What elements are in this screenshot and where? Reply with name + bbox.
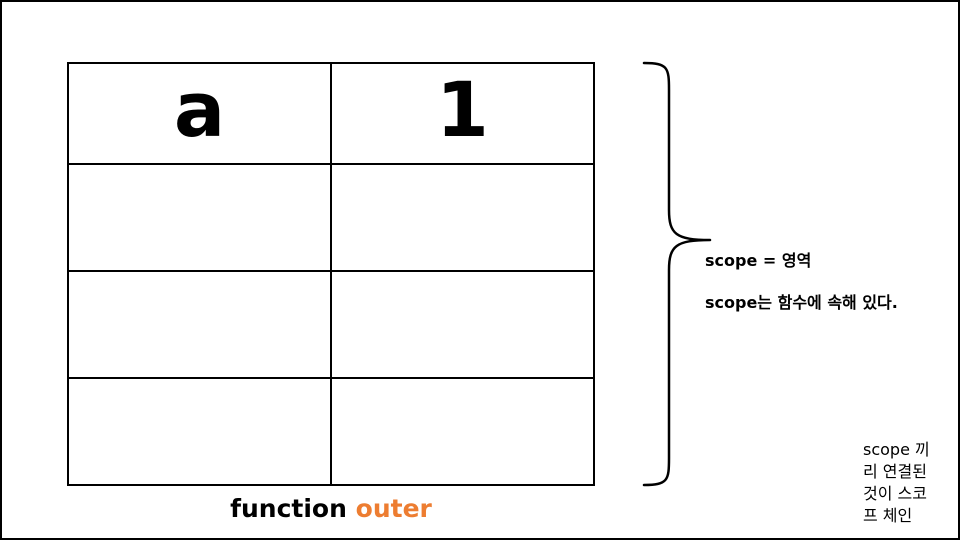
table-cell-name: [67, 270, 332, 379]
table-row: [67, 163, 595, 272]
function-keyword: function: [230, 494, 347, 523]
variable-name: a: [173, 64, 226, 154]
function-name: outer: [355, 494, 432, 523]
right-curly-brace: [642, 61, 712, 487]
table-row: a 1: [67, 62, 595, 165]
table-row: [67, 270, 595, 379]
table-cell-value: 1: [330, 62, 595, 165]
function-caption: function outer: [67, 495, 595, 523]
table-row: [67, 377, 595, 486]
table-cell-value: [330, 163, 595, 272]
scope-definition-text: scope = 영역: [705, 251, 812, 270]
table-cell-name: [67, 377, 332, 486]
scope-chain-note-line: 리 연결된: [863, 462, 927, 481]
scope-chain-note-line: 프 체인: [863, 506, 913, 525]
scope-statement-text: scope는 함수에 속해 있다.: [705, 293, 898, 312]
scope-variable-table: a 1: [67, 62, 595, 486]
scope-chain-note-line: 것이 스코: [863, 484, 927, 503]
scope-chain-note-line: scope 끼: [863, 440, 930, 459]
table-cell-value: [330, 377, 595, 486]
table-cell-name: a: [67, 62, 332, 165]
variable-value: 1: [436, 64, 489, 154]
scope-chain-note: scope 끼 리 연결된 것이 스코 프 체인: [863, 439, 953, 527]
table-cell-value: [330, 270, 595, 379]
table-cell-name: [67, 163, 332, 272]
